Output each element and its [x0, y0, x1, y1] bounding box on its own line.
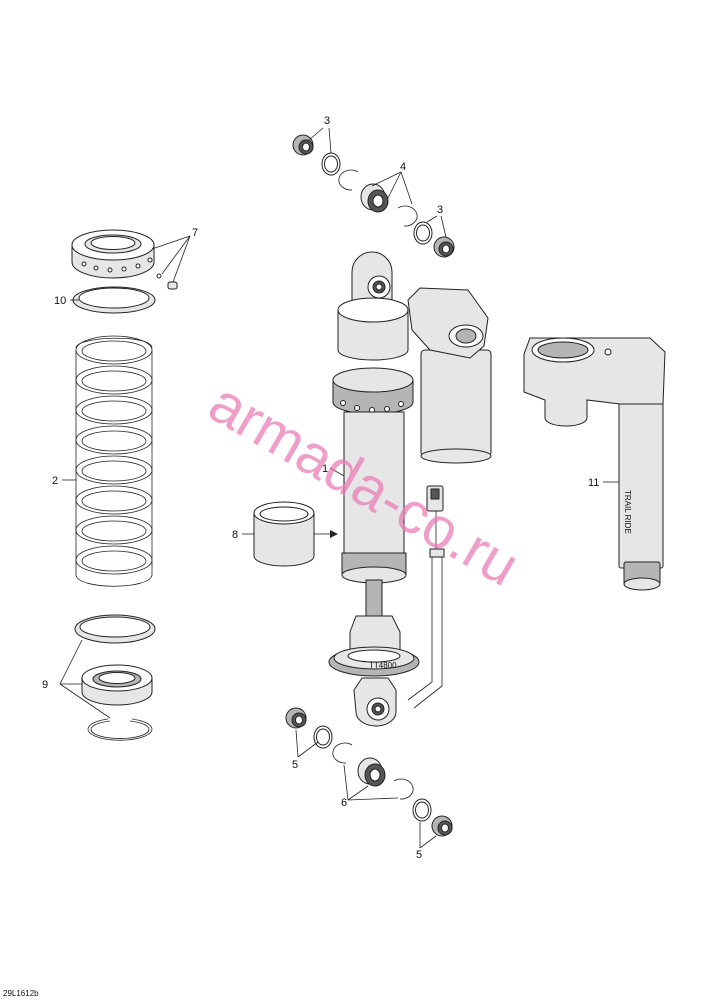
retaining-clip [87, 718, 153, 741]
upper-bushing-right [433, 236, 455, 258]
callout-3-upper: 3 [324, 115, 330, 127]
reservoir-label: TRAIL RIDE [623, 490, 632, 534]
reservoir-kit: TRAIL RIDE [523, 337, 666, 591]
leader-lines [59, 127, 619, 849]
spring-seat-ring [74, 614, 156, 644]
callout-5-lower: 5 [416, 849, 422, 861]
coil-spring [75, 335, 153, 587]
set-screw [156, 273, 178, 290]
lower-clip-left [332, 742, 353, 764]
lower-washer-left [313, 725, 333, 749]
callout-4: 4 [400, 161, 406, 173]
adjuster-label: TT4800 [369, 661, 397, 670]
upper-clip-right [397, 205, 418, 227]
callout-9: 9 [42, 679, 48, 691]
callout-3-lower: 3 [437, 204, 443, 216]
upper-washer-right [413, 221, 433, 245]
spring-seat [81, 664, 153, 706]
shock-absorber: TT4800 [328, 251, 492, 727]
callout-5-upper: 5 [292, 759, 298, 771]
upper-washer-left [321, 152, 341, 176]
spring-ring [72, 286, 156, 314]
upper-clip-left [338, 169, 359, 191]
callout-7: 7 [192, 227, 198, 239]
callout-1: 1 [322, 463, 328, 475]
sleeve [253, 501, 315, 567]
lower-bushing-left [285, 707, 307, 729]
callout-6: 6 [341, 797, 347, 809]
upper-bushing-left [292, 134, 314, 156]
callout-8: 8 [232, 529, 238, 541]
callout-10: 10 [54, 295, 66, 307]
lower-bushing-right [431, 815, 453, 837]
lower-washer-right [412, 798, 432, 822]
callout-2: 2 [52, 475, 58, 487]
spring-adjuster-nut [71, 229, 155, 279]
callout-11: 11 [588, 477, 599, 489]
upper-bearing [360, 183, 389, 213]
drawing-code: 29L1612b [3, 989, 39, 998]
lower-clip-right [393, 778, 414, 800]
lower-bearing [357, 757, 386, 787]
